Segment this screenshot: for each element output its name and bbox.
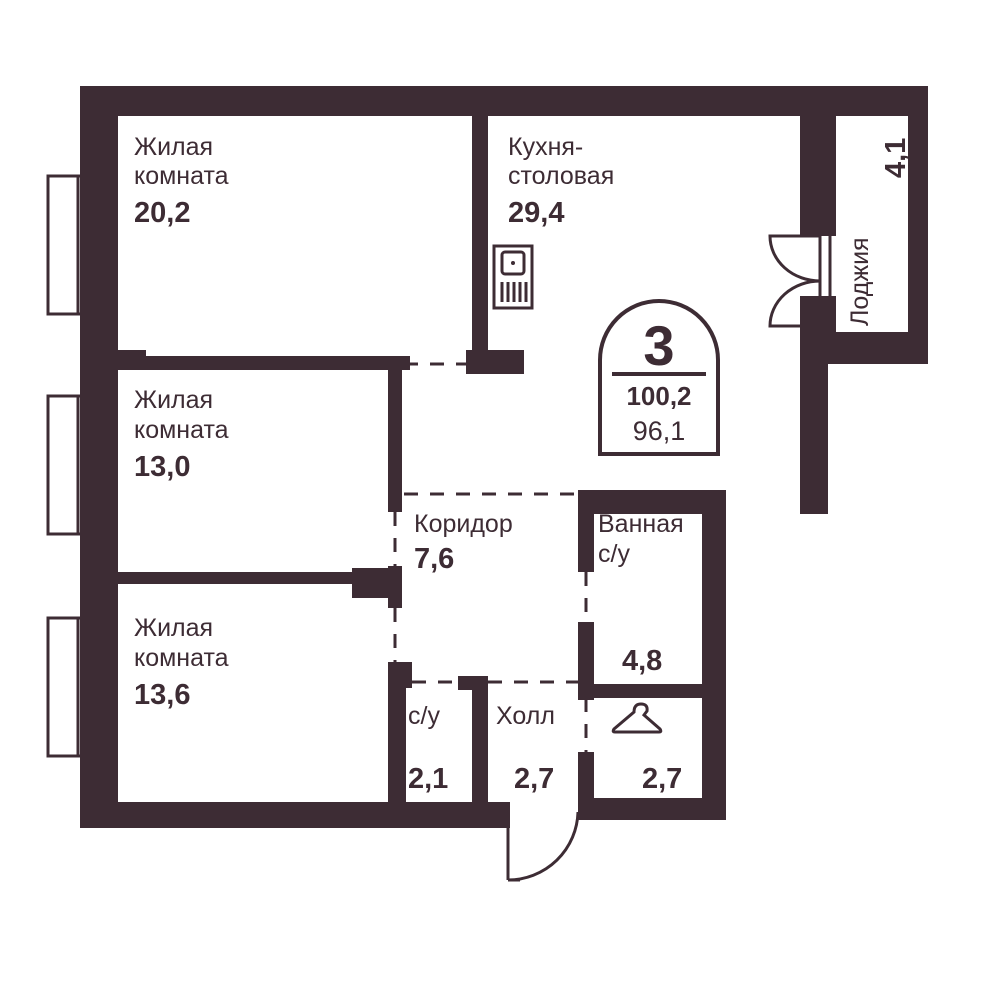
room-loggia: Лоджия 4,1 [846, 138, 912, 326]
room-area: 20,2 [134, 197, 190, 229]
window-living1 [46, 174, 112, 316]
badge-living-area: 96,1 [633, 416, 686, 446]
room-name: комната [134, 162, 229, 190]
room-living2: Жилая комната 13,0 [134, 386, 229, 483]
room-name: Жилая [134, 614, 213, 642]
entrance-door-icon [506, 811, 580, 882]
window-living3 [46, 616, 112, 758]
room-hall: Холл 2,7 [496, 702, 555, 795]
room-name: Кухня- [508, 133, 583, 161]
room-area: 4,8 [622, 645, 662, 677]
room-name: столовая [508, 162, 614, 190]
room-wc: с/у 2,1 [408, 702, 448, 795]
apartment-badge: 3 100,2 96,1 [598, 299, 720, 456]
badge-total-area: 100,2 [626, 381, 691, 411]
loggia-door-icon [768, 234, 832, 328]
room-name: комната [134, 416, 229, 444]
room-name: Лоджия [846, 237, 874, 326]
room-corridor: Коридор 7,6 [414, 510, 513, 575]
room-name: комната [134, 644, 229, 672]
room-kitchen: Кухня- столовая 29,4 [508, 133, 614, 229]
badge-rooms: 3 [643, 314, 674, 377]
room-name: с/у [408, 702, 440, 730]
zone-dividers [393, 362, 588, 752]
room-living3: Жилая комната 13,6 [134, 614, 229, 711]
room-living1: Жилая комната 20,2 [134, 133, 229, 229]
room-name: с/у [598, 540, 630, 568]
room-name: Ванная [598, 510, 684, 538]
hanger-icon [611, 702, 663, 734]
room-area: 29,4 [508, 197, 564, 229]
outer-walls [80, 86, 928, 828]
inner-walls [118, 112, 726, 812]
room-area: 7,6 [414, 543, 454, 575]
room-area: 13,0 [134, 451, 190, 483]
sink-icon [492, 244, 534, 310]
room-wardrobe: 2,7 [642, 763, 682, 795]
room-bathroom: Ванная с/у 4,8 [598, 510, 684, 677]
room-name: Жилая [134, 133, 213, 161]
room-area: 13,6 [134, 679, 190, 711]
window-living2 [46, 394, 112, 536]
room-name: Жилая [134, 386, 213, 414]
room-area: 2,1 [408, 763, 448, 795]
room-area: 4,1 [880, 138, 912, 178]
room-area: 2,7 [642, 763, 682, 795]
room-name: Холл [496, 702, 555, 730]
room-area: 2,7 [514, 763, 554, 795]
room-name: Коридор [414, 510, 513, 538]
